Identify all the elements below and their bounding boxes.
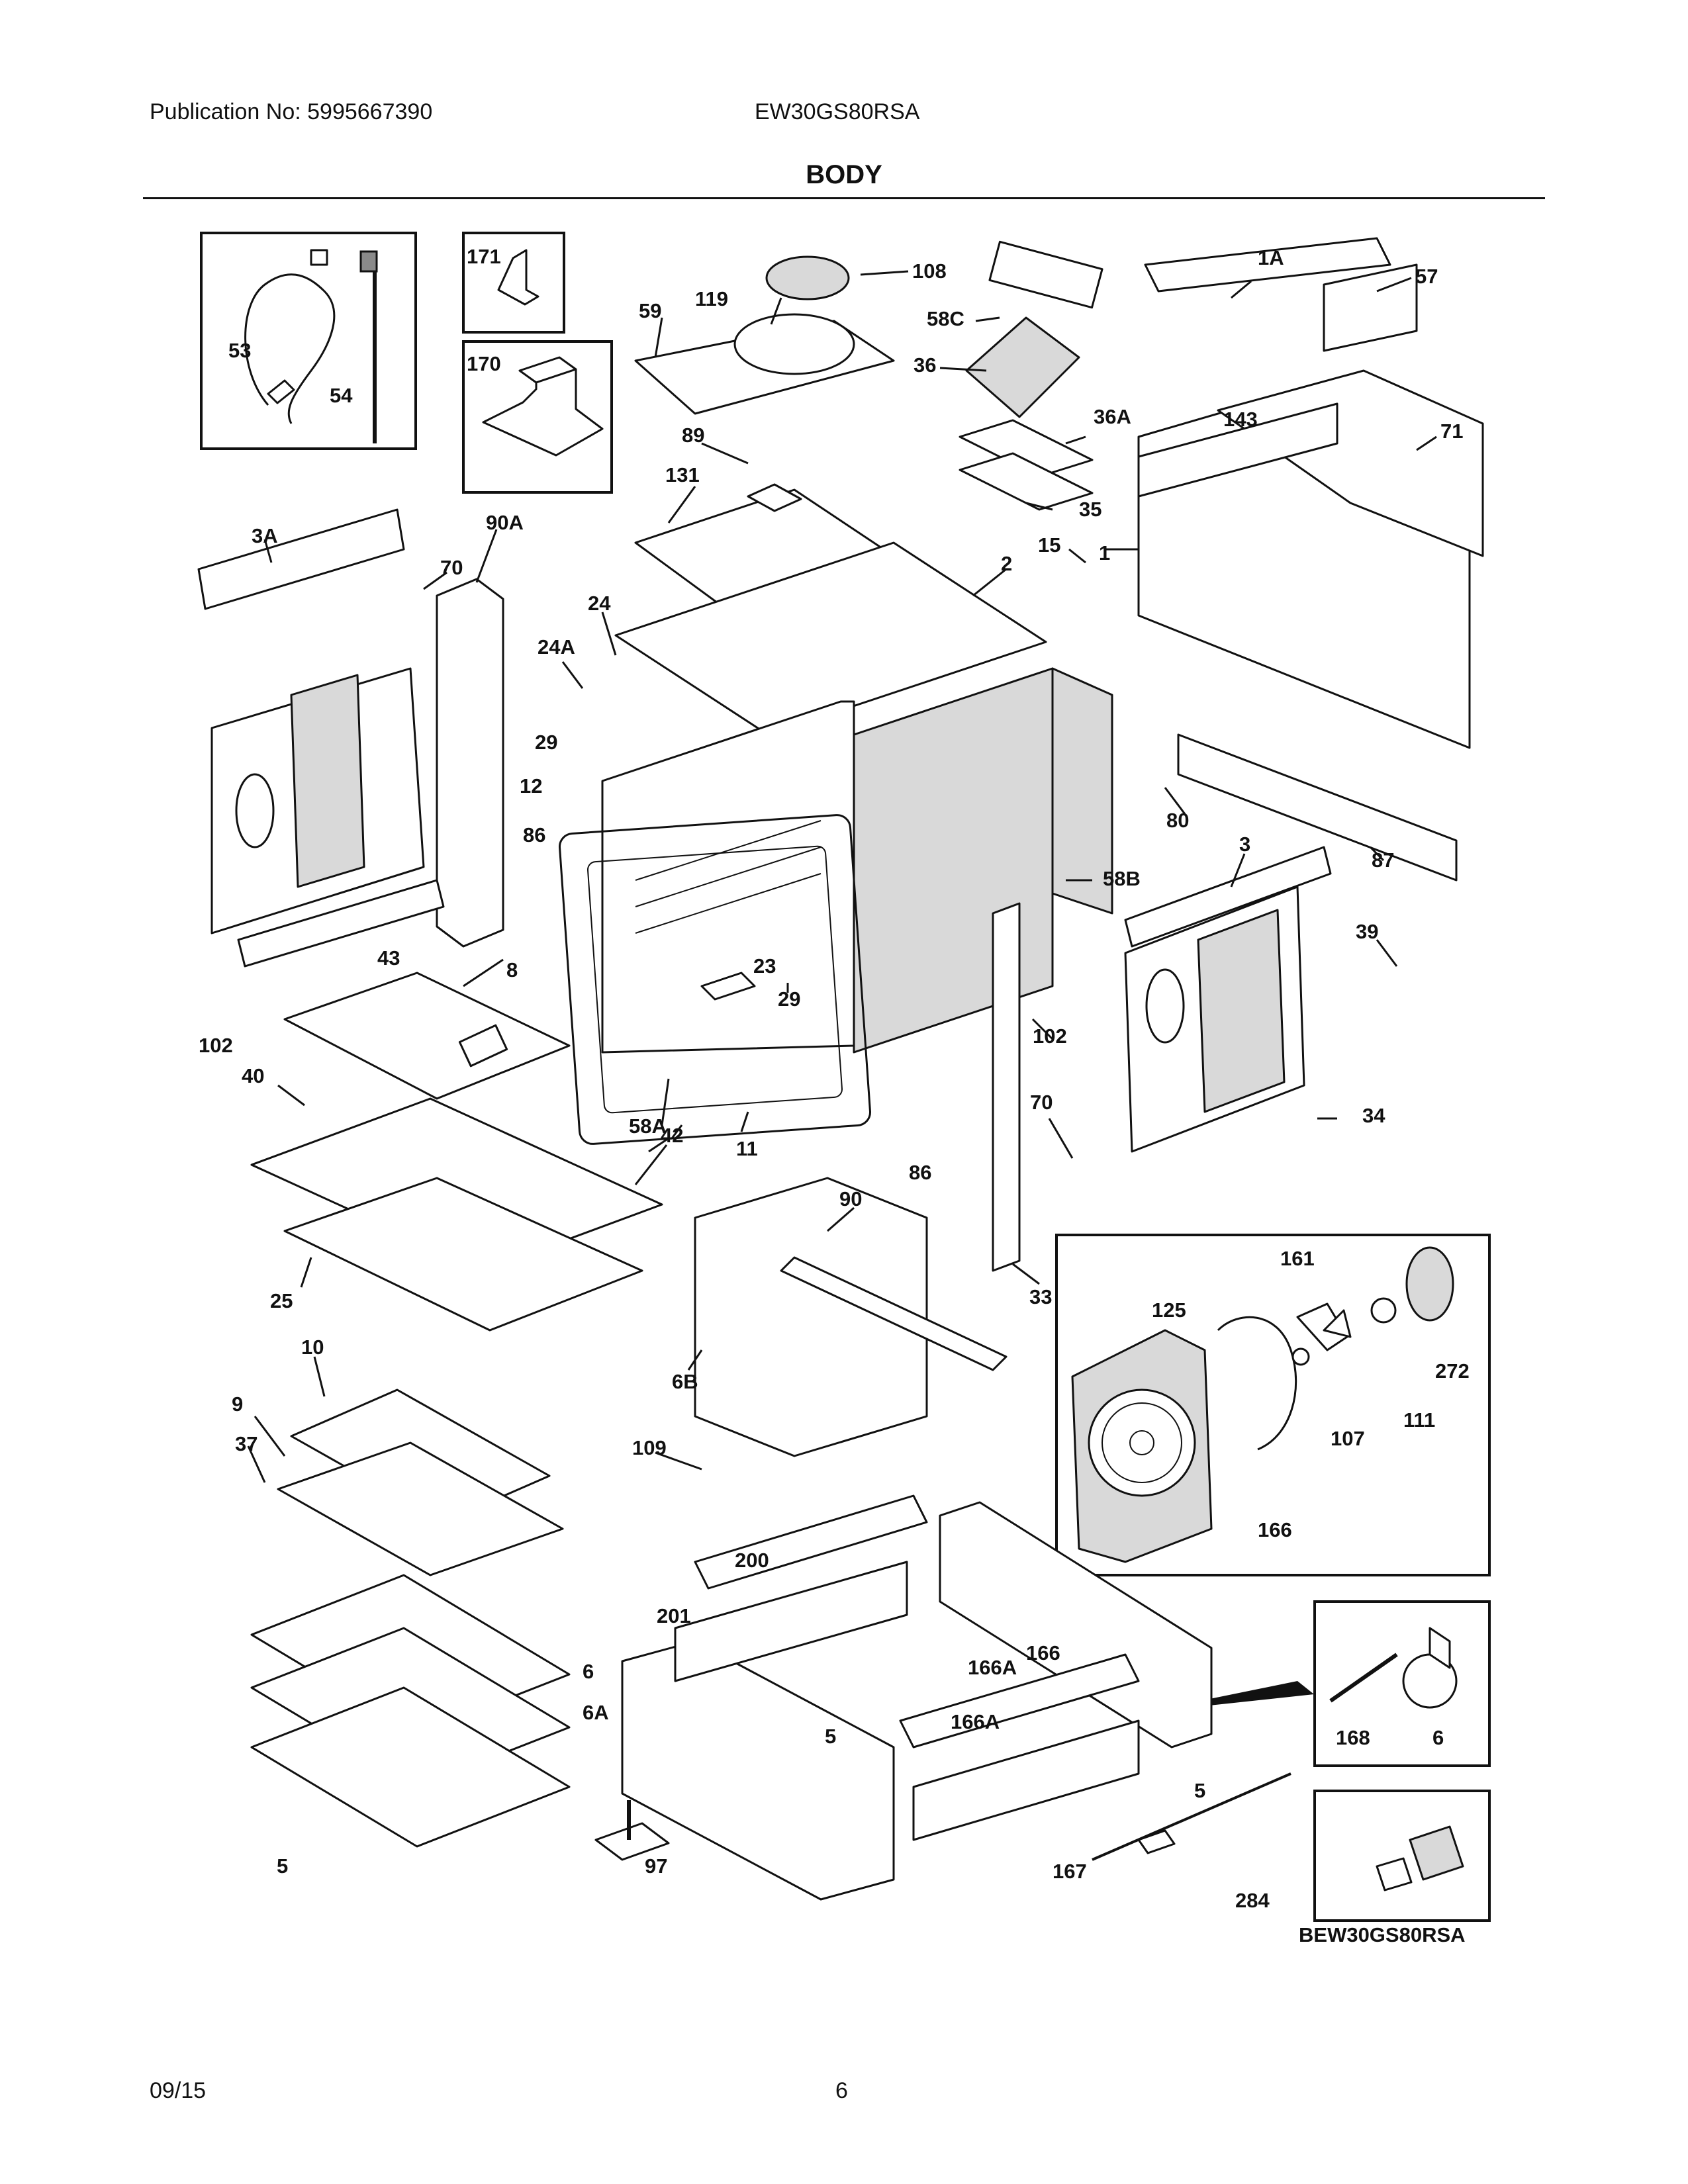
callout-label: 29 (535, 731, 557, 754)
callout-label: 90A (486, 511, 524, 534)
callout-label: 11 (736, 1137, 758, 1160)
callout-label: 107 (1331, 1427, 1365, 1450)
callout-label: 161 (1280, 1247, 1315, 1270)
callout-label: 39 (1356, 920, 1378, 943)
callout-label: 119 (695, 287, 728, 310)
callout-label: 102 (1033, 1024, 1067, 1048)
footer-date: 09/15 (150, 2078, 207, 2103)
callout-label: 35 (1079, 498, 1102, 521)
callout-label: 111 (1403, 1408, 1435, 1432)
callout-label: 3A (252, 524, 278, 547)
callout-label: 168 (1336, 1726, 1370, 1749)
callout-label: 87 (1372, 848, 1394, 872)
callout-label: 86 (523, 823, 545, 846)
callout-label: 2 (1001, 552, 1012, 575)
callout-label: 6B (672, 1370, 698, 1393)
inset-box-171 (462, 232, 565, 334)
callout-label: 53 (228, 339, 251, 362)
callout-label: 6 (583, 1660, 594, 1683)
callout-label: 15 (1038, 533, 1060, 557)
callout-label: 167 (1053, 1860, 1087, 1883)
callout-label: 5 (277, 1854, 288, 1878)
inset-box-284 (1313, 1790, 1491, 1922)
publication-number: Publication No: 5995667390 (150, 99, 433, 124)
diagram-model-label: BEW30GS80RSA (1299, 1923, 1466, 1946)
callout-label: 23 (753, 954, 776, 978)
callout-label: 57 (1415, 265, 1438, 288)
callout-label: 131 (665, 463, 700, 486)
callout-label: 102 (199, 1034, 233, 1057)
callout-label: 80 (1166, 809, 1189, 832)
part-labels: 1A 57 108 119 59 58C 36 171 170 53 54 89… (199, 245, 1470, 1946)
callout-label: 200 (735, 1549, 769, 1572)
callout-label: 70 (1030, 1091, 1053, 1114)
section-title: BODY (806, 160, 882, 189)
callout-label: 170 (467, 352, 501, 375)
oven-body (558, 541, 1113, 1145)
callout-label: 89 (682, 424, 704, 447)
callout-label: 10 (301, 1336, 324, 1359)
callout-label: 284 (1235, 1889, 1270, 1912)
racks-and-pan (250, 1388, 571, 1848)
callout-label: 108 (912, 259, 947, 283)
callout-label: 171 (467, 245, 501, 268)
callout-label: 109 (632, 1436, 667, 1459)
callout-label: 201 (657, 1604, 691, 1627)
callout-label: 36 (914, 353, 936, 377)
callout-label: 166A (951, 1710, 1000, 1733)
callout-label: 6A (583, 1701, 609, 1724)
inset-box-convection (1055, 1234, 1491, 1576)
model-number: EW30GS80RSA (755, 99, 920, 124)
callout-label: 43 (377, 946, 400, 970)
callout-label: 8 (506, 958, 518, 981)
callout-label: 24 (588, 592, 611, 615)
callout-label: 34 (1362, 1104, 1385, 1127)
callout-label: 36A (1094, 405, 1131, 428)
callout-label: 24A (538, 635, 575, 659)
callout-label: 90 (839, 1187, 862, 1210)
callout-label: 272 (1435, 1359, 1470, 1383)
callout-label: 1A (1258, 246, 1284, 269)
callout-label: 58C (927, 307, 964, 330)
callout-label: 143 (1223, 408, 1258, 431)
callout-label: 70 (440, 556, 463, 579)
callout-label: 58A (629, 1115, 667, 1138)
callout-label: 5 (825, 1725, 836, 1748)
inset-box-valve-handle (1313, 1600, 1491, 1767)
callout-label: 33 (1029, 1285, 1052, 1308)
inset-box-probe (200, 232, 417, 450)
right-side-assembly (992, 237, 1484, 1272)
callout-label: 42 (661, 1124, 683, 1147)
page-number: 6 (835, 2078, 848, 2103)
callout-label: 166 (1026, 1641, 1060, 1664)
callout-label: 125 (1152, 1298, 1186, 1322)
callout-label: 25 (270, 1289, 293, 1312)
callout-label: 29 (778, 987, 800, 1011)
blower-assembly (634, 240, 1103, 617)
callout-label: 12 (520, 774, 542, 797)
callout-label: 6 (1432, 1726, 1444, 1749)
callout-label: 59 (639, 299, 661, 322)
inset-box-170 (462, 340, 613, 494)
callout-label: 71 (1440, 420, 1463, 443)
callout-label: 58B (1103, 867, 1141, 890)
lower-panels (250, 972, 1008, 1457)
callout-label: 9 (232, 1392, 243, 1416)
callout-label: 86 (909, 1161, 931, 1184)
header-divider (143, 197, 1545, 199)
callout-label: 3 (1239, 833, 1250, 856)
left-side-panel (197, 508, 504, 968)
callout-label: 54 (330, 384, 353, 407)
callout-label: 166 (1258, 1518, 1292, 1541)
drawer-frame (594, 1494, 1291, 1901)
callout-label: 5 (1194, 1779, 1205, 1802)
callout-label: 37 (235, 1432, 258, 1455)
callout-label: 166A (968, 1656, 1017, 1679)
leader-lines (247, 270, 1437, 1483)
callout-label: 40 (242, 1064, 264, 1087)
callout-label: 1 (1099, 541, 1110, 565)
callout-label: 97 (645, 1854, 667, 1878)
